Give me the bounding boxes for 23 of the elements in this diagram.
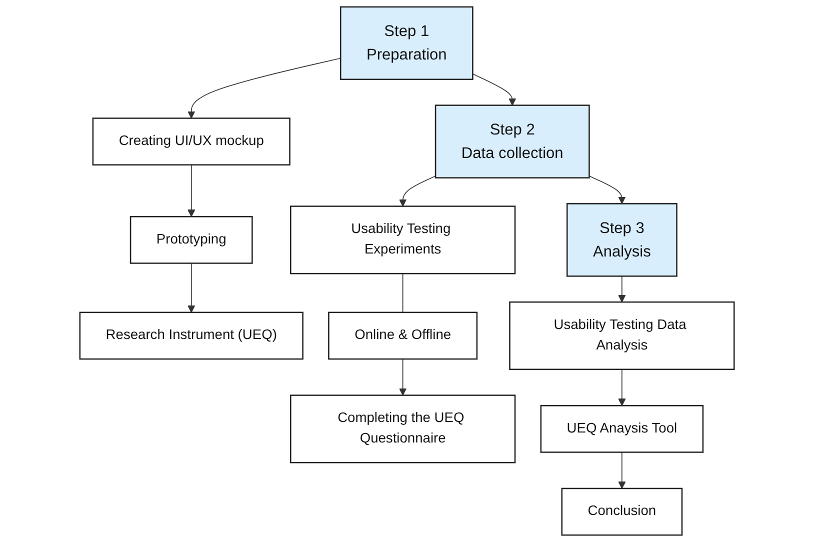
node-box: Usability Testing Experiments bbox=[290, 206, 516, 274]
arrow bbox=[618, 452, 626, 489]
node-box: Online & Offline bbox=[328, 312, 478, 360]
arrow bbox=[188, 262, 196, 313]
node-box: Step 3 Analysis bbox=[566, 203, 678, 277]
arrow bbox=[589, 176, 626, 204]
arrow bbox=[472, 73, 517, 106]
connector bbox=[402, 273, 404, 313]
node-box: Conclusion bbox=[562, 488, 684, 536]
arrow bbox=[188, 58, 342, 119]
node-box: Usability Testing Data Analysis bbox=[510, 301, 736, 370]
arrow bbox=[400, 176, 436, 207]
node-box: Research Instrument (UEQ) bbox=[80, 312, 304, 360]
arrow bbox=[618, 368, 626, 406]
arrow bbox=[188, 164, 196, 217]
node-box: UEQ Anaysis Tool bbox=[540, 404, 704, 453]
node-box: Creating UI/UX mockup bbox=[92, 118, 291, 166]
arrow bbox=[618, 276, 626, 302]
node-box: Step 2 Data collection bbox=[435, 104, 590, 178]
arrow bbox=[400, 358, 408, 396]
node-box: Completing the UEQ Questionnaire bbox=[290, 394, 516, 464]
node-box: Prototyping bbox=[130, 216, 254, 264]
node-box: Step 1 Preparation bbox=[340, 6, 474, 80]
